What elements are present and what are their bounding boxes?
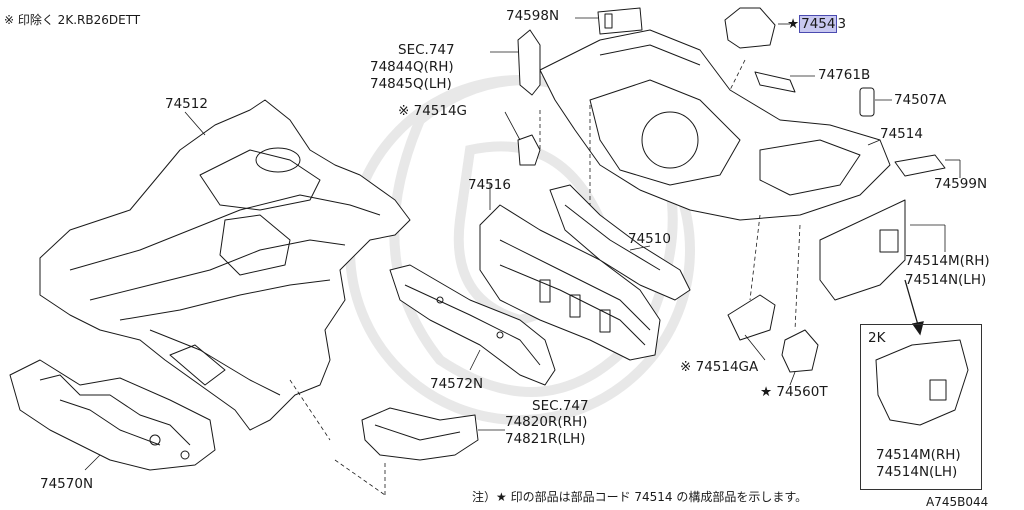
- label-sec747-a[interactable]: SEC.747: [398, 42, 455, 58]
- highlight-74543: 7454: [799, 15, 838, 33]
- part-74514M-panel[interactable]: [819, 199, 906, 301]
- part-74598N[interactable]: [597, 7, 643, 35]
- inset-part-74514M[interactable]: [875, 339, 969, 426]
- part-74560T[interactable]: [781, 329, 819, 373]
- label-74514N-2[interactable]: 74514N(LH): [876, 464, 958, 480]
- part-74514GA[interactable]: [727, 294, 776, 341]
- label-74572N[interactable]: 74572N: [430, 376, 484, 392]
- header-note: ※ 印除く 2K.RB26DETT: [4, 13, 141, 27]
- part-74512-front-floor[interactable]: [39, 99, 411, 431]
- part-74543[interactable]: [724, 7, 776, 49]
- label-74599N[interactable]: 74599N: [934, 176, 988, 192]
- inset-frame-2k: [860, 324, 982, 490]
- dashed-guides: [289, 59, 801, 496]
- part-74516[interactable]: [479, 204, 661, 361]
- label-74510[interactable]: 74510: [628, 231, 671, 247]
- label-74507A[interactable]: 74507A: [894, 92, 947, 108]
- label-74570N[interactable]: 74570N: [40, 476, 94, 492]
- label-74560T[interactable]: ★ 74560T: [760, 384, 828, 400]
- part-74572N[interactable]: [389, 264, 556, 386]
- label-74514M-2[interactable]: 74514M(RH): [876, 447, 961, 463]
- label-74820R[interactable]: 74820R(RH): [505, 414, 588, 430]
- diagram-id: A745B044: [926, 495, 989, 509]
- part-74820R[interactable]: [361, 407, 479, 461]
- leader-lines: [84, 17, 961, 471]
- label-74821R[interactable]: 74821R(LH): [505, 431, 586, 447]
- label-74598N[interactable]: 74598N: [506, 8, 560, 24]
- part-74507A[interactable]: [859, 87, 875, 117]
- label-74844Q[interactable]: 74844Q(RH): [370, 59, 454, 75]
- label-74761B[interactable]: 74761B: [818, 67, 871, 83]
- label-74514M-1[interactable]: 74514M(RH): [905, 253, 990, 269]
- label-74845Q[interactable]: 74845Q(LH): [370, 76, 452, 92]
- label-74514[interactable]: 74514: [880, 126, 923, 142]
- footnote: 注）★ 印の部品は部品コード 74514 の構成部品を示します。: [472, 490, 808, 504]
- label-74514N-1[interactable]: 74514N(LH): [905, 272, 987, 288]
- part-74514-rear-floor[interactable]: [539, 29, 891, 221]
- part-74599N[interactable]: [894, 154, 946, 177]
- star-icon: ★: [787, 16, 800, 32]
- label-sec747-b[interactable]: SEC.747: [532, 398, 589, 414]
- label-74514GA[interactable]: ※ 74514GA: [680, 359, 759, 375]
- label-74516[interactable]: 74516: [468, 177, 511, 193]
- label-74514G[interactable]: ※ 74514G: [398, 103, 468, 119]
- part-74570N[interactable]: [9, 359, 216, 471]
- part-74761B[interactable]: [754, 71, 796, 93]
- inset-arrow: [904, 279, 924, 336]
- part-74514G[interactable]: [517, 134, 541, 166]
- part-74844Q[interactable]: [517, 29, 541, 96]
- label-74512[interactable]: 74512: [165, 96, 208, 112]
- inset-label-2k: 2K: [868, 330, 886, 346]
